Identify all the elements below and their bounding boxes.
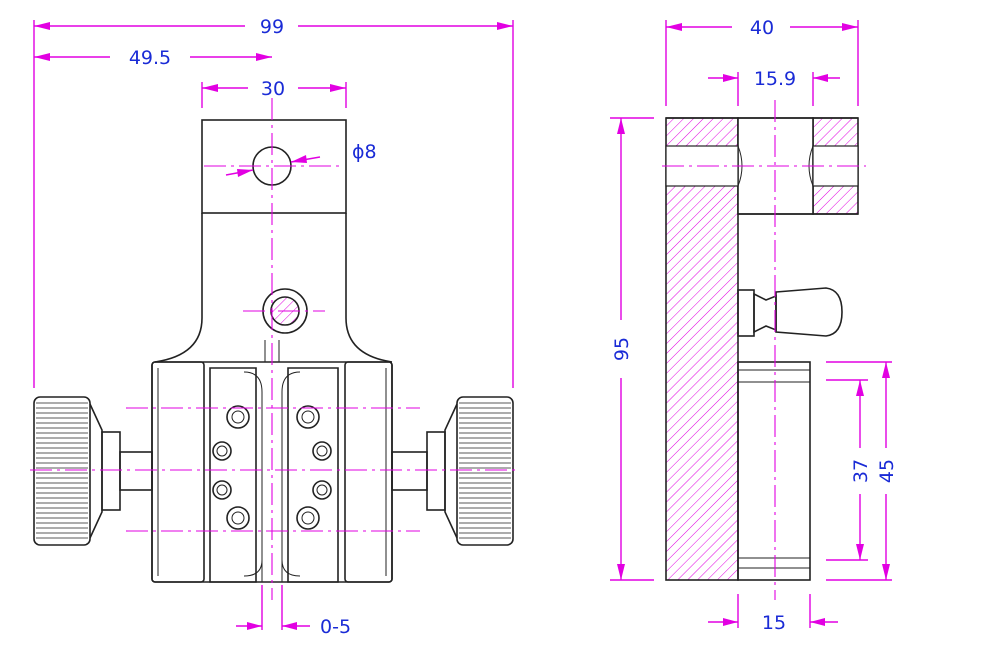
dim-text-45: 45 bbox=[876, 459, 898, 483]
spine-section bbox=[665, 117, 739, 581]
side-jaw-block bbox=[737, 361, 811, 581]
dim-text-49-5: 49.5 bbox=[129, 47, 171, 69]
dim-jaw-outer-height: 45 bbox=[826, 361, 898, 581]
dim-jaw-gap: 0-5 bbox=[236, 585, 351, 638]
dim-jaw-inner-height: 37 bbox=[826, 379, 872, 561]
dim-text-40: 40 bbox=[750, 17, 774, 39]
dim-half-width: 49.5 bbox=[34, 47, 272, 69]
dim-overall-width: 99 bbox=[33, 16, 514, 388]
left-side-block bbox=[151, 361, 205, 583]
neck-outline bbox=[154, 213, 393, 363]
right-jaw-plate bbox=[287, 367, 339, 583]
dim-jaw-width: 15 bbox=[708, 594, 838, 634]
dim-top-block-width: 30 bbox=[201, 78, 347, 108]
right-side-block bbox=[344, 361, 393, 583]
dim-text-95: 95 bbox=[611, 337, 633, 361]
front-view: 99 49.5 30 ϕ8 bbox=[30, 16, 515, 638]
left-knurled-knob bbox=[33, 396, 153, 546]
dim-side-height: 95 bbox=[610, 117, 654, 581]
dim-text-15: 15 bbox=[762, 612, 786, 634]
dim-text-phi8: ϕ8 bbox=[352, 141, 377, 163]
side-screw bbox=[737, 287, 843, 337]
dim-text-0-5: 0-5 bbox=[320, 616, 351, 638]
top-block bbox=[201, 119, 347, 214]
dim-side-slot: 15.9 bbox=[708, 68, 840, 106]
side-view: 40 15.9 95 bbox=[610, 17, 898, 634]
dim-text-99: 99 bbox=[260, 16, 284, 38]
right-jaw-edge bbox=[281, 371, 301, 577]
dim-hole-diameter: ϕ8 bbox=[225, 141, 377, 177]
right-knurled-knob bbox=[391, 396, 514, 546]
left-jaw-plate bbox=[209, 367, 257, 583]
left-jaw-edge bbox=[243, 371, 263, 577]
dim-side-depth: 40 bbox=[665, 17, 859, 106]
dim-text-37: 37 bbox=[850, 459, 872, 483]
dim-text-30: 30 bbox=[261, 78, 285, 100]
dim-text-15-9: 15.9 bbox=[754, 68, 796, 90]
socket-screws bbox=[212, 405, 332, 530]
